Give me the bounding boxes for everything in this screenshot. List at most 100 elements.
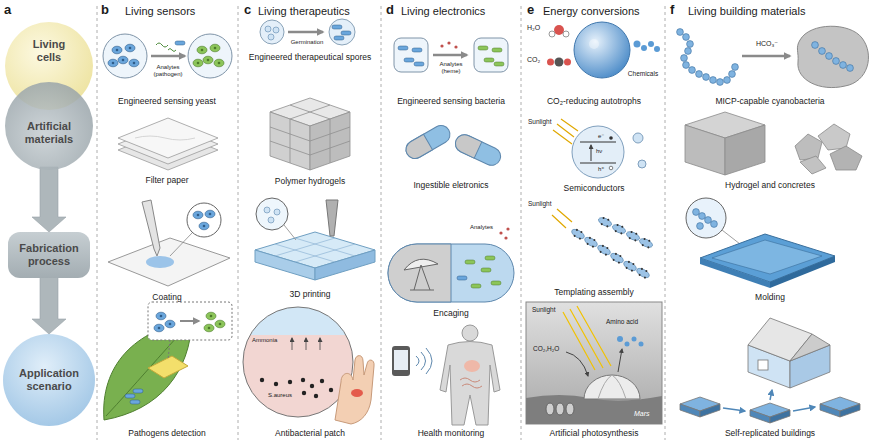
panel-letter: a	[4, 3, 11, 18]
bacterium	[491, 281, 501, 285]
tunnel-segment	[546, 403, 554, 415]
printed-block	[255, 250, 315, 280]
templated-bacterium	[611, 222, 627, 236]
templated-bacterium	[609, 251, 625, 266]
caption: MICP-capable cyanobacteria	[670, 97, 870, 107]
capsule-shell	[388, 244, 514, 302]
cyanobacterium	[703, 74, 710, 81]
culture-dish	[394, 38, 428, 72]
yeast-cell	[108, 59, 118, 67]
caption: Coating	[100, 293, 234, 303]
sensor-paper	[148, 356, 188, 378]
column-title: Living therapeutics	[258, 5, 350, 18]
habitat-dome	[584, 375, 640, 399]
cyanobacterium	[732, 64, 739, 71]
phone-screen	[394, 350, 408, 370]
amino-acid-molecule	[632, 337, 637, 342]
column-title: Living sensors	[125, 5, 195, 18]
output-arrow	[618, 349, 622, 372]
paper-fibre	[135, 136, 195, 140]
hand-shape	[335, 356, 374, 424]
cube-face	[685, 125, 725, 175]
cube-face	[725, 125, 765, 175]
spore-capsule	[329, 19, 355, 45]
intestine	[460, 378, 482, 388]
bacterium	[412, 48, 422, 52]
concrete-rubble	[795, 134, 822, 160]
autotroph-cell	[574, 22, 630, 78]
stomach	[464, 360, 480, 372]
antenna-stand	[410, 265, 434, 290]
brick-block	[820, 404, 840, 417]
cyanobacterium	[711, 221, 718, 228]
cyanobacteria	[677, 26, 869, 87]
bacterium	[478, 46, 488, 50]
amino-acid-molecule	[617, 336, 623, 342]
mold-side	[700, 258, 770, 288]
column-title: Living electronics	[401, 5, 485, 18]
column-dividers	[97, 6, 665, 440]
caption: Filter paper	[100, 176, 234, 186]
cyanobacterium	[697, 223, 704, 230]
caption: Engineered sensing bacteria	[384, 97, 518, 107]
divider-line	[665, 6, 666, 440]
flow-arrow	[32, 275, 66, 334]
spore-capsule	[260, 20, 284, 44]
annotation: HCO₃⁻	[756, 40, 778, 48]
release-arrow	[306, 338, 307, 350]
brick-block	[840, 404, 860, 417]
pathogen-detection	[104, 302, 232, 420]
cyanobacterium	[826, 53, 833, 60]
annotation: Analytes	[470, 224, 493, 231]
yeast-cell	[203, 56, 213, 64]
release-arrow	[292, 338, 293, 350]
yeast-cell	[199, 222, 209, 230]
paper-sheet	[118, 118, 218, 158]
carbon-atom	[555, 58, 564, 67]
cyanobacterium	[710, 77, 717, 84]
yeast-cell	[156, 312, 166, 320]
hydrogen-atom	[563, 31, 569, 37]
caption: Health monitoring	[384, 429, 518, 439]
annotation: Amino acid	[606, 318, 638, 325]
divider-line	[238, 6, 239, 440]
chemical-molecule	[654, 46, 660, 52]
semiconductor	[553, 119, 646, 178]
pathogen-dot	[274, 382, 278, 386]
cyanobacterium	[683, 62, 690, 69]
human-head	[462, 325, 478, 341]
spore	[274, 209, 280, 215]
pipette	[142, 200, 160, 256]
oxygen-atom	[547, 59, 554, 66]
chemical-molecule	[648, 41, 654, 47]
cyanobacterium	[717, 79, 724, 86]
replication-arrow	[793, 407, 815, 411]
concept-circle: Application scenario	[3, 334, 95, 426]
analyte-dot	[499, 231, 502, 234]
caption: Pathogens detection	[100, 429, 234, 439]
cyanobacterium	[819, 48, 826, 55]
pathogen	[175, 41, 185, 45]
templating-assembly	[552, 209, 654, 280]
annotation: Germination	[287, 39, 327, 46]
bacterium	[484, 58, 494, 62]
molding	[686, 198, 835, 288]
coating	[108, 200, 230, 286]
yeast-cell	[129, 59, 139, 67]
annotation: Analytes (pathogen)	[150, 64, 186, 78]
tunnel-segment	[566, 403, 574, 415]
caption: Ingestible eletronics	[384, 181, 518, 191]
bacterium	[334, 36, 344, 40]
house-window	[758, 360, 768, 370]
node-label: Fabrication process	[15, 242, 83, 267]
semiconductor-particle	[572, 126, 624, 178]
human-body	[440, 342, 500, 426]
cell-highlight	[589, 39, 599, 49]
divider-line	[97, 6, 98, 440]
printing	[255, 198, 375, 280]
caption: Polymer hydrogels	[243, 177, 377, 187]
bacterium	[471, 284, 481, 288]
zoom-circle	[243, 307, 353, 417]
yeast-cell	[118, 56, 128, 64]
analyte-dot	[440, 44, 443, 47]
